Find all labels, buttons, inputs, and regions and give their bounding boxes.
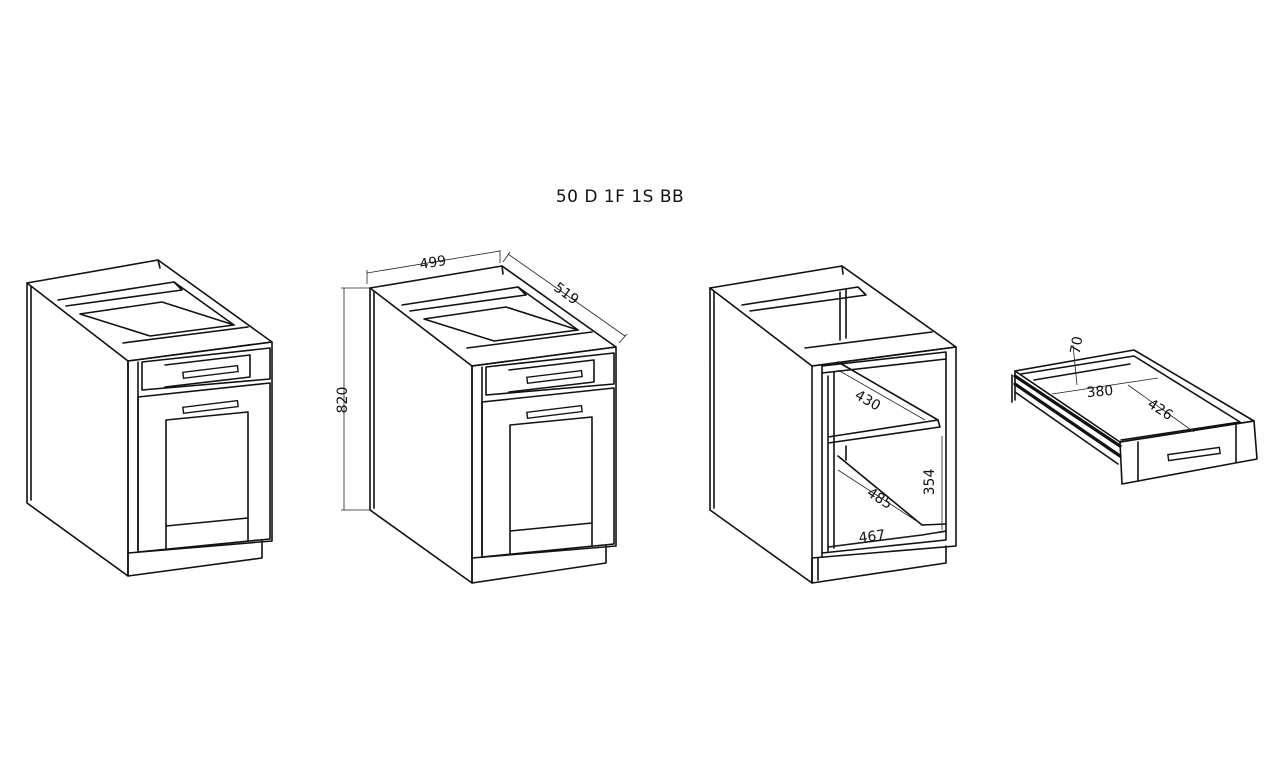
shelf-depth-label: 430 bbox=[852, 387, 883, 414]
drawer-height-label: 70 bbox=[1068, 335, 1087, 355]
drawer-width-label: 380 bbox=[1086, 383, 1114, 401]
inner-depth-label: 485 bbox=[864, 485, 895, 513]
cabinet-dimension-view: 820 499 519 bbox=[335, 250, 628, 584]
inner-width-label: 467 bbox=[858, 527, 886, 546]
inner-height-label: 354 bbox=[922, 469, 938, 496]
width-label: 499 bbox=[419, 253, 448, 273]
model-code-title: 50 D 1F 1S BB bbox=[555, 187, 685, 207]
cabinet-closed-view bbox=[26, 259, 273, 577]
height-label: 820 bbox=[335, 387, 351, 414]
cabinet-open-view: 430 485 467 354 bbox=[709, 265, 957, 584]
drawer-view: 70 380 426 bbox=[1011, 335, 1258, 485]
